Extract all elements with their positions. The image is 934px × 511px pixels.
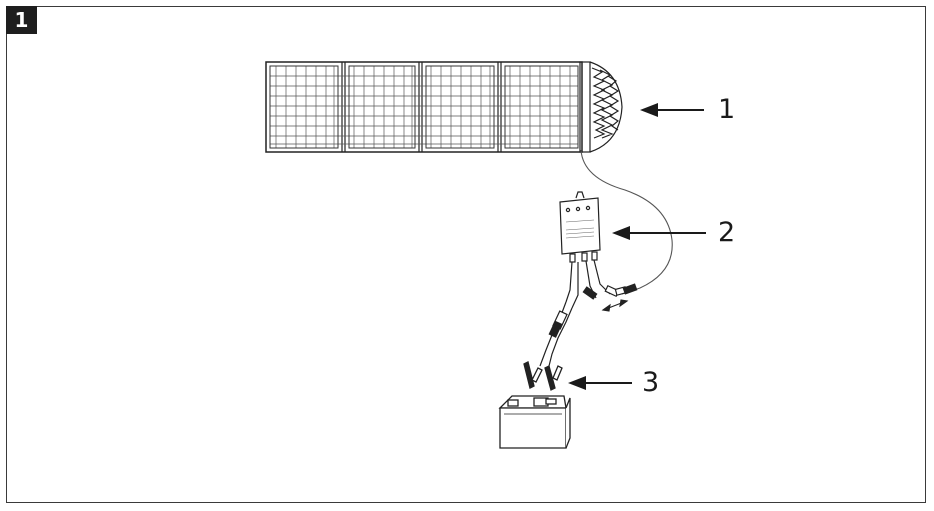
connect-double-arrow <box>601 299 629 312</box>
figure-frame <box>6 6 926 503</box>
callout-arrow-1 <box>640 103 704 117</box>
callout-label-3: 3 <box>642 367 660 398</box>
panel-cable <box>580 149 673 295</box>
panel-cell-grid <box>270 66 578 148</box>
battery-clamp-cable <box>539 301 573 371</box>
charge-controller <box>559 191 601 263</box>
callout-arrows <box>568 103 706 390</box>
callout-label-2: 2 <box>718 217 736 248</box>
solar-panel <box>265 61 623 153</box>
controller-cables <box>565 259 638 309</box>
battery <box>498 361 571 449</box>
panel-segments <box>341 62 502 152</box>
callout-arrow-3 <box>568 376 632 390</box>
panel-inner-borders <box>269 65 579 149</box>
figure-number-badge: 1 <box>6 6 37 34</box>
panel-folded-end <box>579 61 623 153</box>
callout-label-1: 1 <box>718 94 736 125</box>
callout-arrow-2 <box>612 226 706 240</box>
